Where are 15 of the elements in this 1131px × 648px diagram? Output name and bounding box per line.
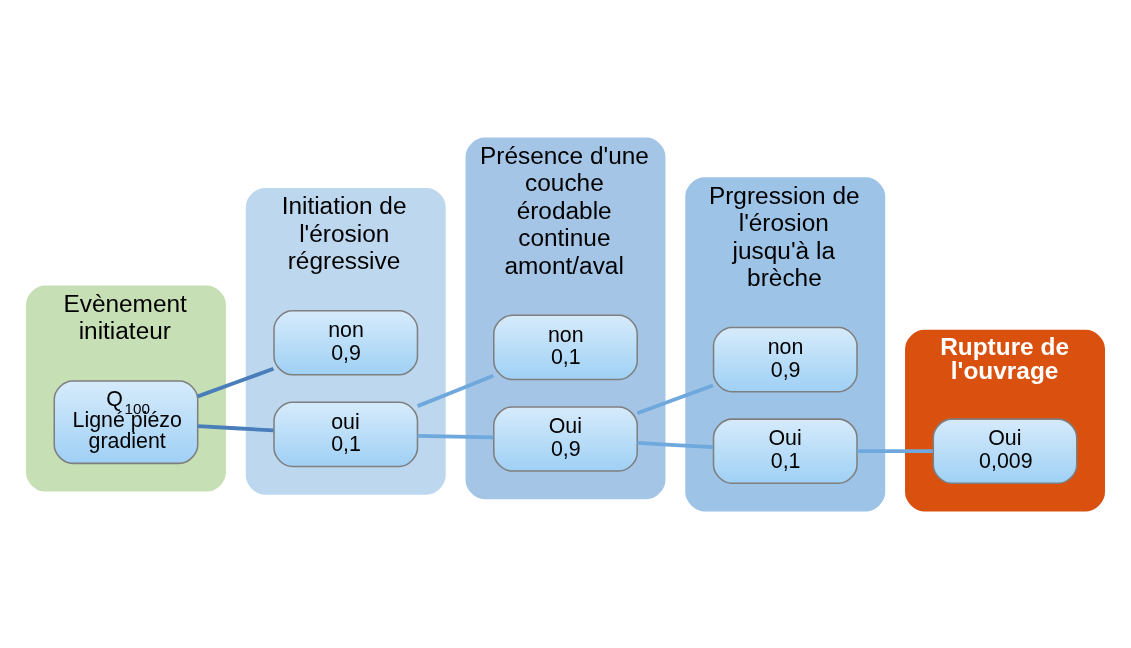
node-box: Oui 0,009 <box>932 417 1078 484</box>
node-box: non 0,9 <box>712 326 858 392</box>
node-box: non 0,1 <box>493 314 638 380</box>
connector <box>416 373 494 408</box>
node-box: Oui 0,1 <box>712 417 858 484</box>
node-box: non 0,9 <box>273 309 419 376</box>
connector <box>857 448 933 453</box>
connector <box>636 383 714 415</box>
connector <box>197 366 275 398</box>
node-box: Oui 0,9 <box>493 405 638 472</box>
connector <box>637 440 714 449</box>
connector <box>417 433 494 439</box>
connector <box>197 423 274 432</box>
node-box: Q$_{100}$ Ligné piézo gradient <box>53 379 199 464</box>
node-box: oui 0,1 <box>273 401 419 467</box>
